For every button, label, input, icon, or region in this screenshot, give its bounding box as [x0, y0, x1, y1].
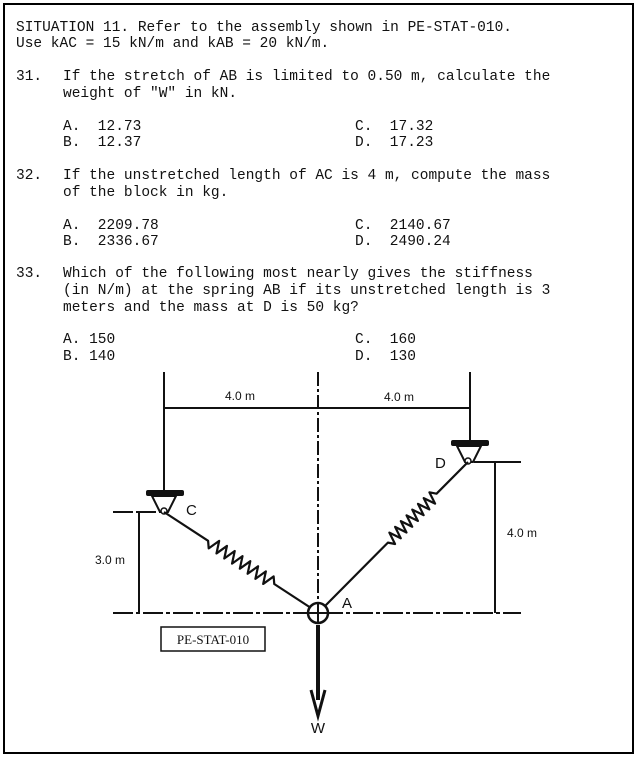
question-33-text-3: meters and the mass at D is 50 kg? [63, 300, 359, 316]
question-33-text-1: Which of the following most nearly gives… [63, 266, 533, 282]
question-31-option-d: D. 17.23 [355, 135, 434, 151]
question-32-option-b: B. 2336.67 [63, 234, 159, 250]
page-border [3, 3, 634, 754]
question-32-option-c: C. 2140.67 [355, 218, 451, 234]
question-32-option-a: A. 2209.78 [63, 218, 159, 234]
dim-right-height-label: 4.0 m [507, 526, 537, 540]
question-31-option-c: C. 17.32 [355, 119, 434, 135]
point-c-label: C [186, 502, 197, 519]
question-33-number: 33. [16, 266, 43, 282]
spring-ac [163, 511, 312, 609]
question-31-text-1: If the stretch of AB is limited to 0.50 … [63, 69, 551, 85]
question-31-option-a: A. 12.73 [63, 119, 142, 135]
figure-code-box [160, 626, 266, 652]
question-31-option-b: B. 12.37 [63, 135, 142, 151]
situation-line-1: SITUATION 11. Refer to the assembly show… [16, 20, 512, 36]
question-33-option-a: A. 150 [63, 332, 116, 348]
dim-right-top-label: 4.0 m [384, 390, 414, 404]
arrow-head-icon [309, 689, 327, 722]
support-d [451, 440, 489, 465]
support-c [146, 490, 184, 515]
question-32-option-d: D. 2490.24 [355, 234, 451, 250]
point-d-label: D [435, 455, 446, 472]
question-33-option-d: D. 130 [355, 349, 416, 365]
question-32-text-2: of the block in kg. [63, 185, 229, 201]
question-31-number: 31. [16, 69, 43, 85]
dim-left-top-label: 4.0 m [225, 389, 255, 403]
figure-code-label: PE-STAT-010 [177, 632, 249, 647]
situation-line-2: Use kAC = 15 kN/m and kAB = 20 kN/m. [16, 36, 330, 52]
question-32-text-1: If the unstretched length of AC is 4 m, … [63, 168, 551, 184]
load-w-label: W [311, 720, 326, 737]
spring-ad [324, 461, 469, 607]
point-a-label: A [342, 595, 352, 612]
question-33-option-b: B. 140 [63, 349, 116, 365]
question-33-option-c: C. 160 [355, 332, 416, 348]
question-33-text-2: (in N/m) at the spring AB if its unstret… [63, 283, 551, 299]
dim-left-height-label: 3.0 m [95, 553, 125, 567]
question-32-number: 32. [16, 168, 43, 184]
question-31-text-2: weight of "W" in kN. [63, 86, 238, 102]
